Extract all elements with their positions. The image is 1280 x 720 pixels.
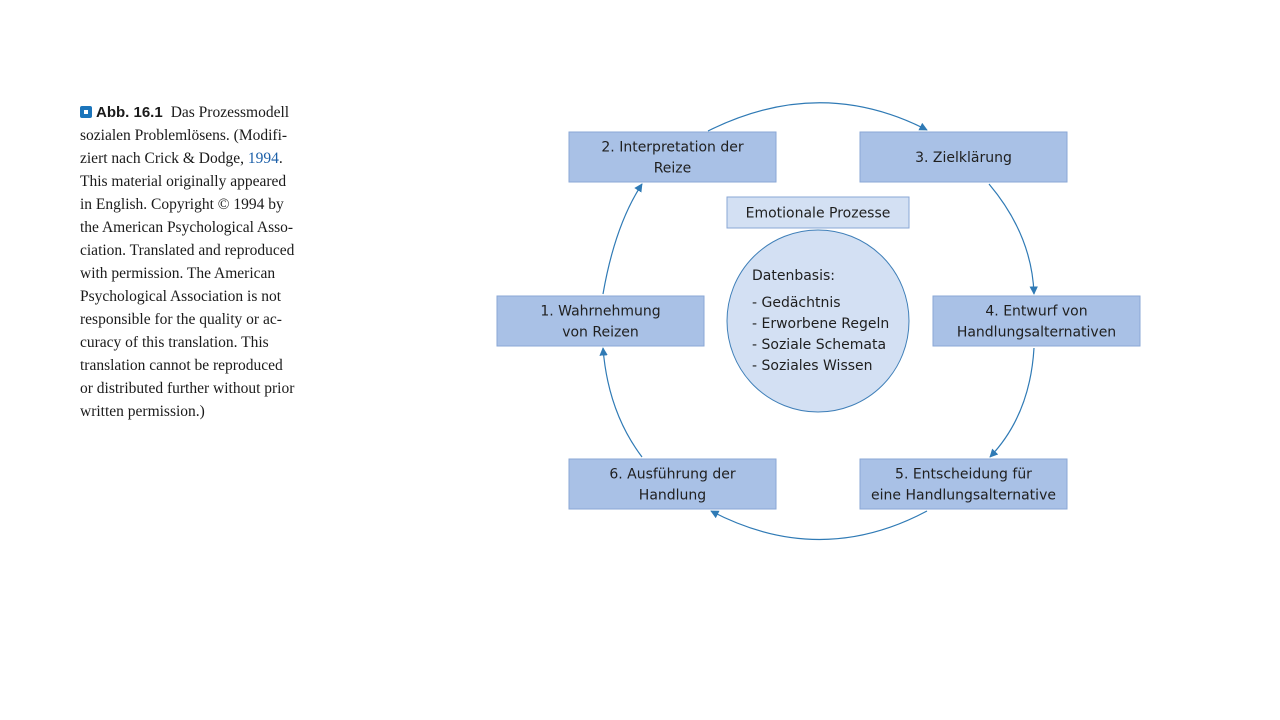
caption-text: Das Prozessmodell	[170, 104, 290, 121]
step-5-rect	[859, 458, 1068, 510]
step-4-label-line: 4. Entwurf von	[985, 304, 1087, 320]
caption-text: ziert nach Crick & Dodge,	[80, 150, 248, 167]
step-3-rect	[859, 131, 1068, 183]
caption-line-1: Abb. 16.1 Das Prozessmodell	[80, 101, 330, 124]
step-3-label-line: 3. Zielklärung	[915, 150, 1012, 166]
caption-line-12: translation cannot be reproduced	[80, 357, 283, 374]
caption-line-3: ziert nach Crick & Dodge, 1994.	[80, 147, 330, 170]
database-item: - Soziales Wissen	[752, 358, 873, 374]
step-6-rect	[568, 458, 777, 510]
cycle-arrows	[599, 102, 1038, 541]
caption-line-13: or distributed further without prior	[80, 380, 295, 397]
arrow-4-to-5	[989, 347, 1035, 458]
caption-line-11: curacy of this translation. This	[80, 334, 269, 351]
reference-year-link[interactable]: 1994	[247, 150, 279, 167]
caption-line-6: the American Psychological Asso-	[80, 219, 294, 236]
database-circle	[726, 229, 910, 413]
arrow-3-to-4	[988, 183, 1038, 295]
caption-line-7: ciation. Translated and reproduced	[80, 242, 295, 259]
caption-line-10: responsible for the quality or ac-	[80, 311, 282, 328]
caption-line-14: written permission.)	[80, 403, 205, 420]
step-5-label-line: eine Handlungsalternative	[871, 488, 1056, 504]
caption-line-9: Psychological Association is not	[80, 288, 282, 305]
step-2-label-line: Reize	[654, 161, 692, 177]
arrow-1-to-2	[602, 183, 643, 295]
step-6-label-line: 6. Ausführung der	[609, 467, 736, 483]
figure-label: Abb. 16.1	[96, 104, 163, 121]
caption-line-5: in English. Copyright © 1994 by	[80, 196, 284, 213]
step-1-label-line: 1. Wahrnehmung	[540, 304, 660, 320]
caption-line-8: with permission. The American	[80, 265, 276, 282]
database-item: - Erworbene Regeln	[752, 316, 889, 332]
figure-caption: Abb. 16.1 Das Prozessmodell sozialen Prob…	[80, 101, 330, 423]
step-boxes: 1. Wahrnehmung von Reizen 2. Interpretatio…	[496, 131, 1141, 510]
emotional-processes-label: Emotionale Prozesse	[746, 206, 891, 222]
caption-line-2: sozialen Problemlösens. (Modifi-	[80, 127, 288, 144]
step-2-label-line: 2. Interpretation der	[601, 140, 743, 156]
database-item: - Gedächtnis	[752, 295, 841, 311]
arrow-5-to-6	[710, 510, 928, 541]
database-title: Datenbasis:	[752, 268, 835, 284]
database-item: - Soziale Schemata	[752, 337, 886, 353]
emotional-processes-box	[726, 196, 910, 229]
caption-line-4: This material originally appeared	[80, 173, 287, 190]
caption-text: .	[278, 150, 283, 167]
step-6-label-line: Handlung	[639, 488, 706, 504]
step-4-rect	[932, 295, 1141, 347]
step-5-label-line: 5. Entscheidung für	[895, 467, 1032, 483]
step-1-rect	[496, 295, 705, 347]
arrow-6-to-1	[599, 347, 643, 458]
step-1-box: 1. Wahrnehmung von Reizen	[496, 295, 705, 347]
figure-marker-icon	[80, 106, 92, 118]
step-2-rect	[568, 131, 777, 183]
step-1-label-line: von Reizen	[562, 325, 639, 341]
step-5-box: 5. Entscheidung für eine Handlungsalterna…	[859, 458, 1068, 510]
step-4-label-line: Handlungsalternativen	[957, 325, 1116, 341]
step-3-box: 3. Zielklärung	[859, 131, 1068, 183]
arrow-2-to-3	[707, 102, 928, 132]
